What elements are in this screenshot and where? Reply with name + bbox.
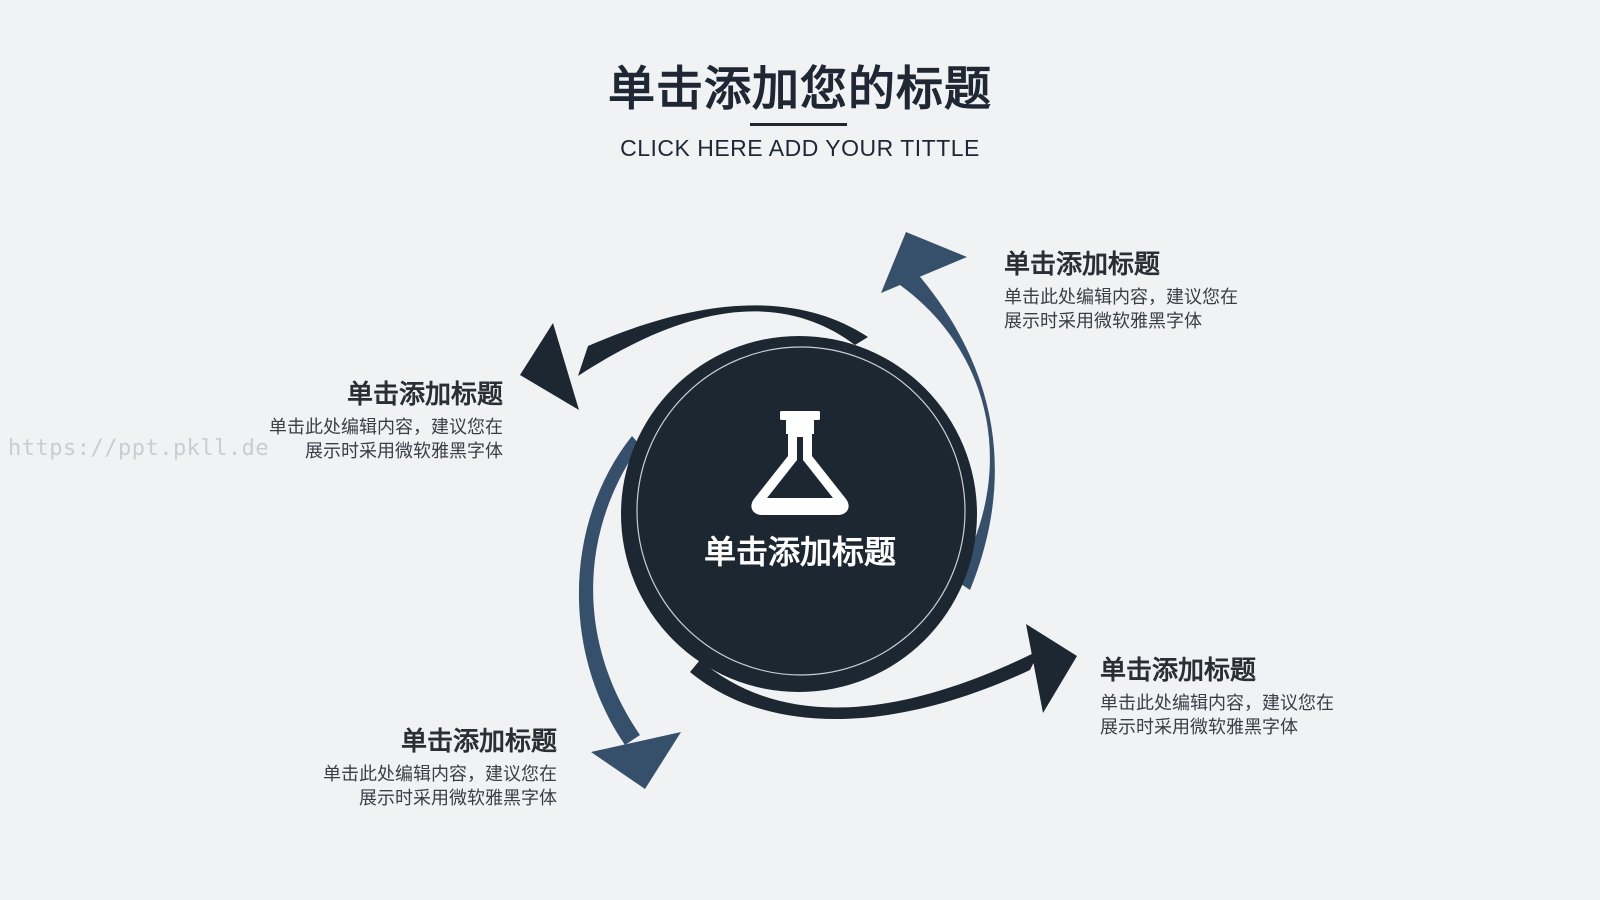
info-title: 单击添加标题 bbox=[346, 380, 503, 410]
page-title: 单击添加您的标题 bbox=[608, 62, 992, 117]
info-title: 单击添加标题 bbox=[1100, 656, 1257, 686]
info-desc-line2: 展示时采用微软雅黑字体 bbox=[359, 788, 557, 809]
flask-icon bbox=[751, 411, 849, 515]
info-block-bottom-left: 单击添加标题 单击此处编辑内容，建议您在 展示时采用微软雅黑字体 bbox=[323, 725, 557, 811]
page-subtitle: CLICK HERE ADD YOUR TITTLE bbox=[620, 135, 980, 161]
arrow-bottom-left bbox=[578, 436, 681, 789]
info-block-left: 单击添加标题 单击此处编辑内容，建议您在 展示时采用微软雅黑字体 bbox=[269, 378, 503, 464]
watermark-text: https://ppt.pkll.de bbox=[8, 436, 270, 461]
info-desc-line2: 展示时采用微软雅黑字体 bbox=[305, 441, 503, 462]
info-block-bottom-right: 单击添加标题 单击此处编辑内容，建议您在 展示时采用微软雅黑字体 bbox=[1100, 654, 1334, 740]
arrow-top-right bbox=[881, 232, 995, 590]
center-title: 单击添加标题 bbox=[703, 533, 896, 571]
info-desc-line1: 单击此处编辑内容，建议您在 bbox=[323, 764, 557, 785]
info-desc-line1: 单击此处编辑内容，建议您在 bbox=[269, 417, 503, 438]
title-underline bbox=[750, 123, 847, 126]
info-block-top-right: 单击添加标题 单击此处编辑内容，建议您在 展示时采用微软雅黑字体 bbox=[1004, 248, 1238, 334]
info-desc-line1: 单击此处编辑内容，建议您在 bbox=[1100, 693, 1334, 714]
info-title: 单击添加标题 bbox=[1004, 250, 1161, 280]
info-title: 单击添加标题 bbox=[400, 727, 557, 757]
arrow-top-left bbox=[520, 305, 868, 410]
info-desc-line2: 展示时采用微软雅黑字体 bbox=[1100, 717, 1298, 738]
info-desc-line1: 单击此处编辑内容，建议您在 bbox=[1004, 287, 1238, 308]
arrow-bottom-right bbox=[690, 624, 1077, 720]
info-desc-line2: 展示时采用微软雅黑字体 bbox=[1004, 311, 1202, 332]
